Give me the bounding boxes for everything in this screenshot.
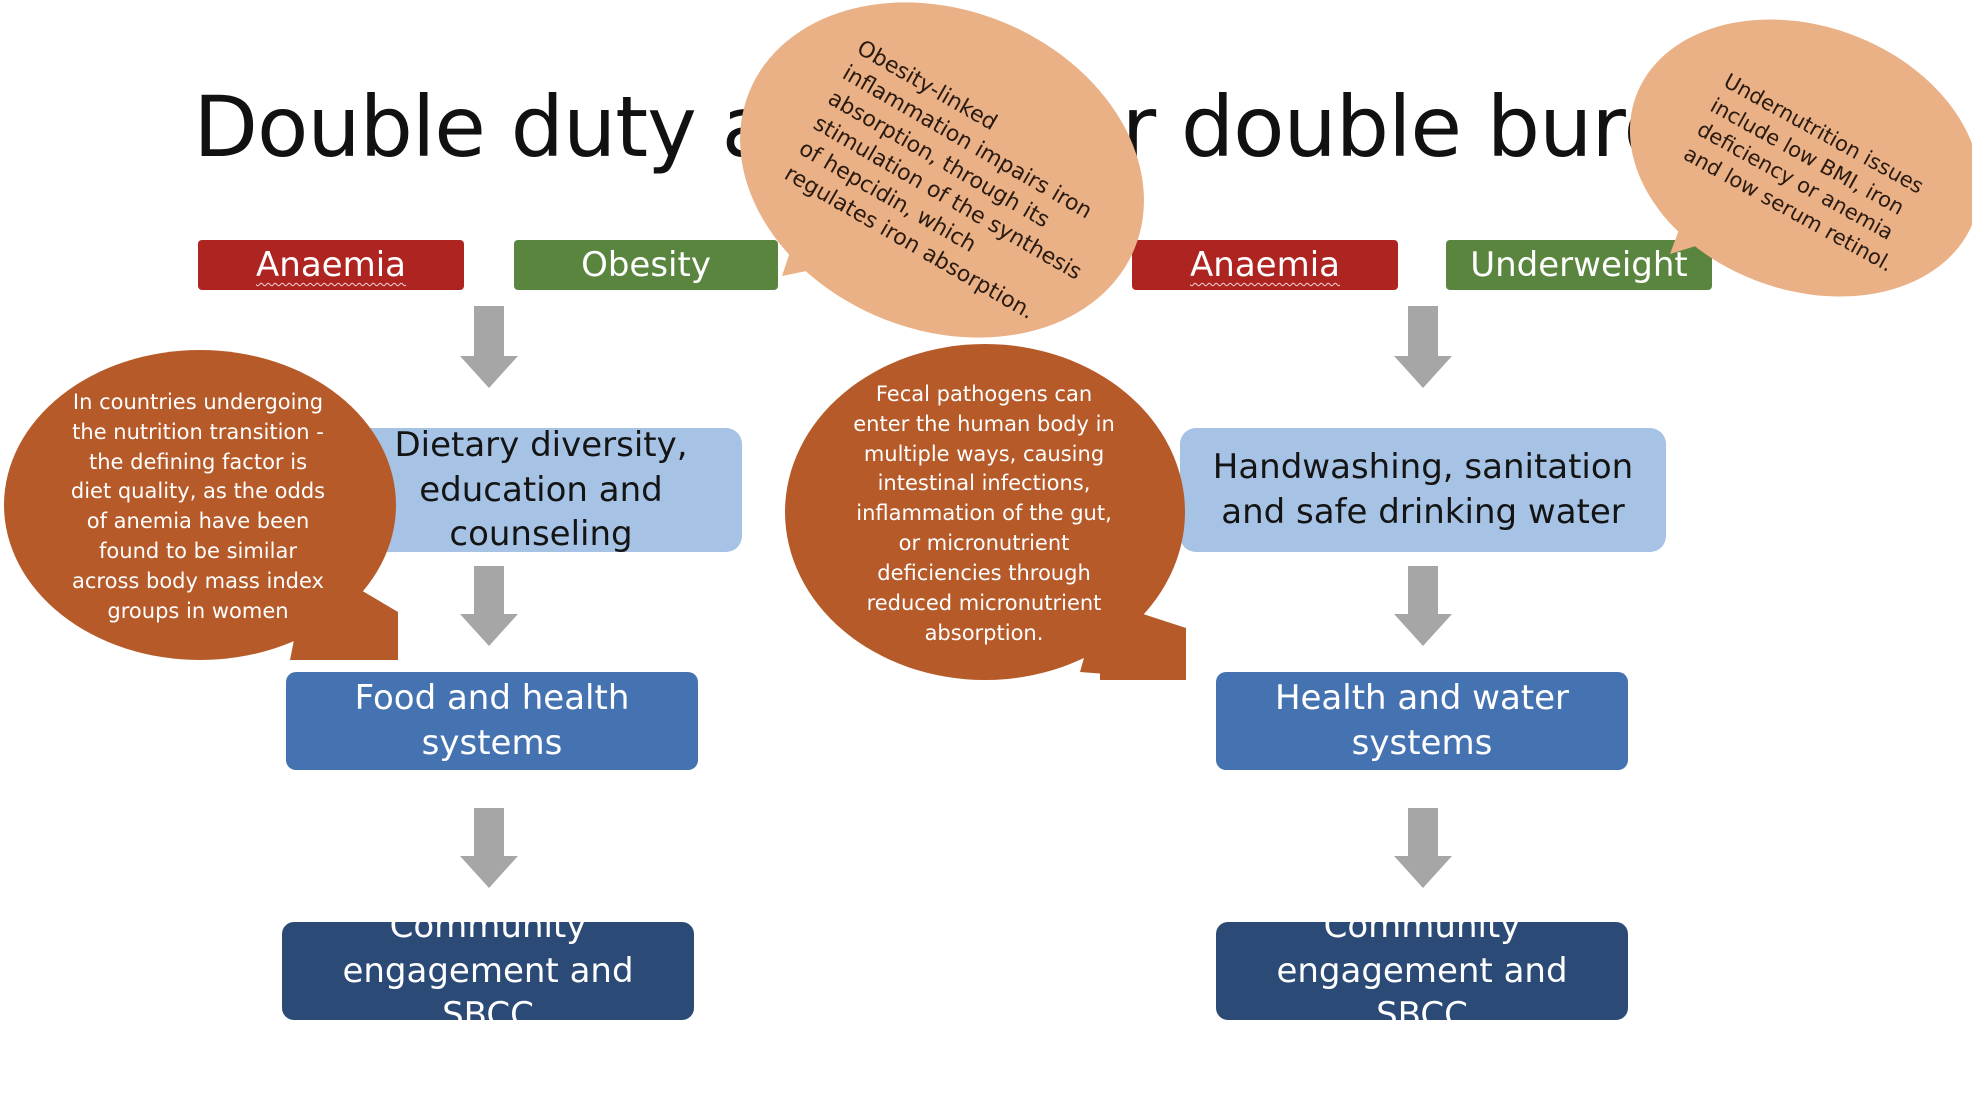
nutrition-transition-callout-text: In countries undergoing the nutrition tr… (70, 390, 326, 623)
arrow-down-icon (460, 306, 518, 388)
arrow-down-icon (1394, 808, 1452, 888)
obesity-callout-bubble (740, 2, 1144, 338)
nutrition-transition-callout-bubble (4, 350, 398, 660)
arrow-down-icon (460, 808, 518, 888)
right-underweight-label: Underweight (1446, 240, 1712, 290)
right-anaemia-label: Anaemia (1132, 240, 1398, 290)
right-systems-box: Health and water systems (1216, 672, 1628, 770)
right-community-box: Community engagement and SBCC (1216, 906, 1628, 1035)
arrow-down-icon (1394, 306, 1452, 388)
left-anaemia-label: Anaemia (198, 240, 464, 290)
fecal-callout-bubble (785, 344, 1186, 680)
arrow-down-icon (460, 566, 518, 646)
arrow-down-icon (1394, 566, 1452, 646)
right-handwashing-box: Handwashing, sanitation and safe drinkin… (1180, 428, 1666, 552)
left-dietary-box: Dietary diversity, education and counsel… (340, 425, 742, 554)
fecal-callout-text: Fecal pathogens can enter the human body… (853, 382, 1115, 645)
left-obesity-label: Obesity (514, 240, 778, 290)
undernutrition-callout-bubble (1629, 19, 1972, 297)
left-systems-box: Food and health systems (286, 672, 698, 770)
